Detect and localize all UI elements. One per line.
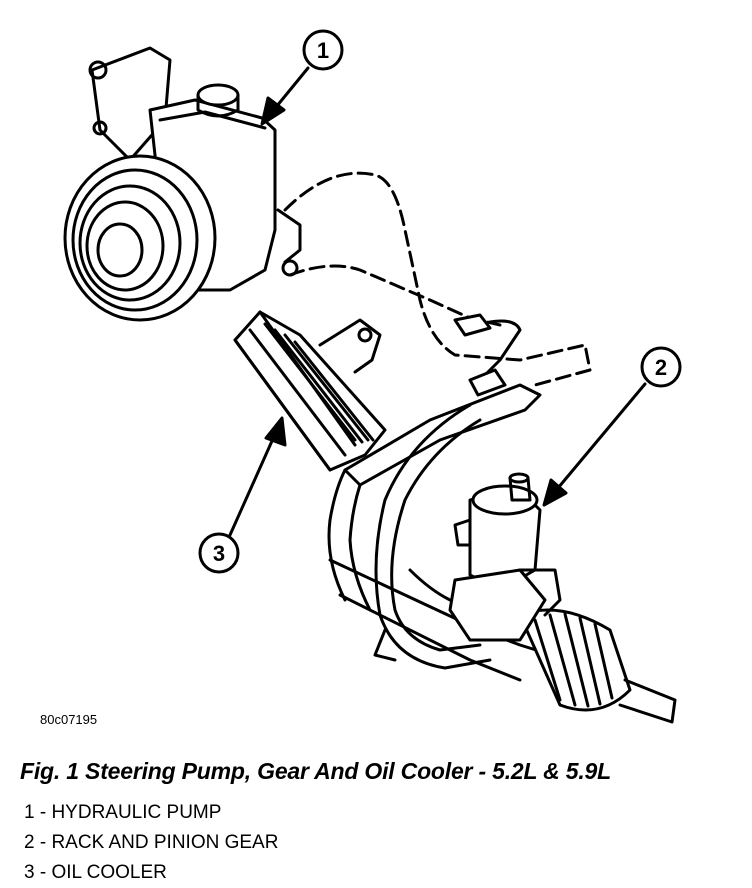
hoses-and-lines: [283, 171, 592, 670]
hydraulic-pump: [63, 46, 302, 322]
legend-item-hydraulic-pump: 1 - HYDRAULIC PUMP: [24, 802, 222, 823]
callout-3: [198, 416, 287, 574]
legend-item-rack-and-pinion-gear: 2 - RACK AND PINION GEAR: [24, 832, 279, 853]
callout-2-number: 2: [655, 355, 667, 380]
legend-list: 1 - HYDRAULIC PUMP 2 - RACK AND PINION G…: [24, 798, 278, 888]
figure-code: 80c07195: [40, 712, 98, 727]
callout-3-number: 3: [213, 541, 225, 566]
rack-and-pinion-gear: [328, 472, 677, 724]
steering-system-illustration: 1 2 3: [63, 29, 682, 724]
callout-2: [542, 346, 682, 507]
legend-item-oil-cooler: 3 - OIL COOLER: [24, 862, 167, 883]
figure-caption: Fig. 1 Steering Pump, Gear And Oil Coole…: [20, 758, 611, 784]
callout-1-number: 1: [317, 38, 329, 63]
oil-cooler: [233, 310, 387, 472]
callout-1: [260, 29, 344, 126]
